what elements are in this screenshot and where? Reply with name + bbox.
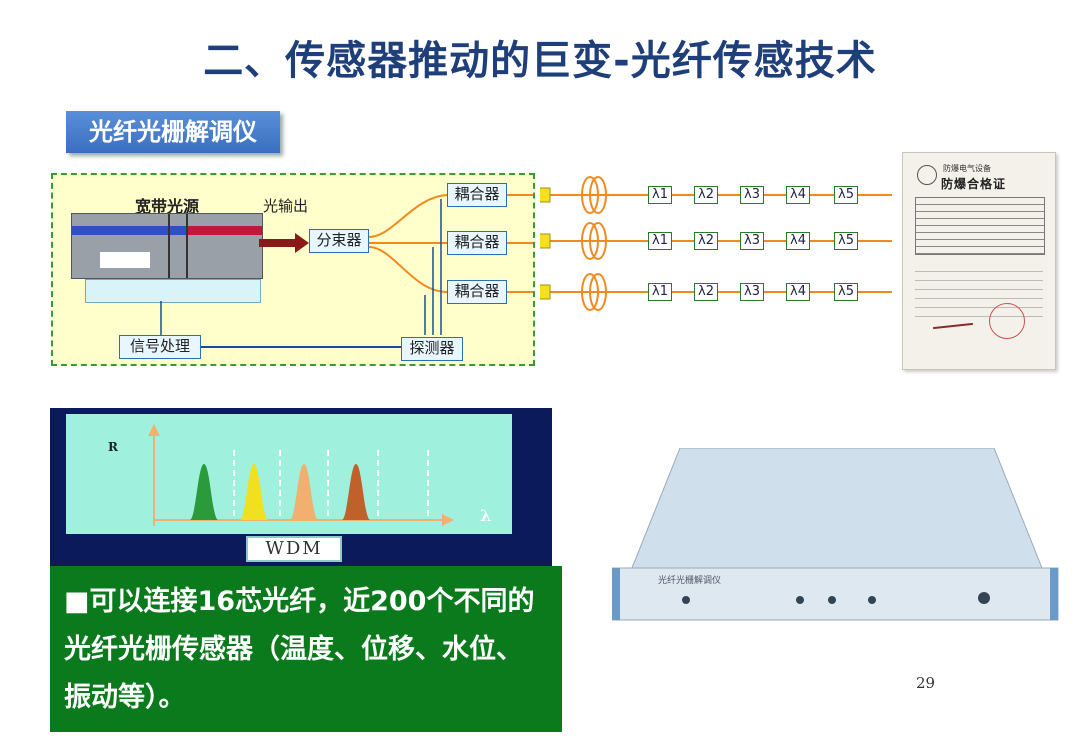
grating-r1-2: λ2 <box>694 186 718 204</box>
power-strip <box>85 279 261 303</box>
slide-title: 二、传感器推动的巨变-光纤传感技术 <box>203 38 877 84</box>
grating-r3-5: λ5 <box>834 283 858 301</box>
wdm-peak-3 <box>290 464 318 520</box>
wdm-spectrum <box>148 424 454 526</box>
wdm-plot-area <box>66 414 512 534</box>
wdm-peak-2 <box>240 464 268 520</box>
grating-r2-2: λ2 <box>694 232 718 250</box>
certificate-logo <box>917 165 937 185</box>
detector-node: 探测器 <box>401 337 463 361</box>
grating-r2-5: λ5 <box>834 232 858 250</box>
grating-r3-4: λ4 <box>786 283 810 301</box>
page-number: 29 <box>916 674 936 692</box>
capability-note: ■可以连接16芯光纤，近200个不同的光纤光栅传感器（温度、位移、水位、振动等）… <box>50 566 562 732</box>
diagram-connectors <box>160 194 533 348</box>
grating-r1-5: λ5 <box>834 186 858 204</box>
grating-r1-4: λ4 <box>786 186 810 204</box>
grating-r2-3: λ3 <box>740 232 764 250</box>
certificate-heading: 防爆电气设备 <box>943 164 991 173</box>
coupler-node-3: 耦合器 <box>447 280 507 304</box>
device-panel-label: 光纤光栅解调仪 <box>658 576 722 586</box>
wdm-y-label: R <box>108 440 118 454</box>
wdm-label: WDM <box>246 536 342 562</box>
grating-r1-3: λ3 <box>740 186 764 204</box>
wdm-x-label: λ <box>480 506 492 525</box>
device-drawing <box>611 447 1059 621</box>
section-tag: 光纤光栅解调仪 <box>66 111 280 153</box>
demodulator-diagram: 宽带光源 光输出 分束器 耦合器 耦合器 耦合器 信号处理 探测器 <box>51 173 535 366</box>
arrow-to-splitter <box>259 239 295 247</box>
certificate-table <box>915 197 1045 255</box>
wdm-peak-1 <box>190 464 218 520</box>
arrow-head <box>295 233 309 253</box>
grating-r3-2: λ2 <box>694 283 718 301</box>
fiber-grating-array: λ1 λ2 λ3 λ4 λ5 λ1 λ2 λ3 λ4 λ5 λ1 λ2 λ3 λ… <box>540 155 900 315</box>
broadband-source-image <box>71 213 263 279</box>
certificate-stamp <box>989 303 1025 339</box>
demodulator-device-image: 光纤光栅解调仪 <box>611 447 1062 624</box>
signal-processing-node: 信号处理 <box>119 335 201 359</box>
grating-r3-3: λ3 <box>740 283 764 301</box>
grating-r1-1: λ1 <box>648 186 672 204</box>
splitter-node: 分束器 <box>309 229 369 253</box>
light-output-label: 光输出 <box>263 197 309 215</box>
explosion-proof-certificate: 防爆电气设备 防爆合格证 <box>902 152 1056 370</box>
certificate-title: 防爆合格证 <box>941 177 1007 191</box>
wdm-peak-4 <box>342 464 370 520</box>
broadband-source-label: 宽带光源 <box>135 197 200 216</box>
wdm-chart: R λ WDM <box>50 408 552 566</box>
grating-r2-1: λ1 <box>648 232 672 250</box>
grating-r2-4: λ4 <box>786 232 810 250</box>
certificate-signature <box>933 322 973 330</box>
grating-r3-1: λ1 <box>648 283 672 301</box>
coupler-node-1: 耦合器 <box>447 183 507 207</box>
coupler-node-2: 耦合器 <box>447 231 507 255</box>
